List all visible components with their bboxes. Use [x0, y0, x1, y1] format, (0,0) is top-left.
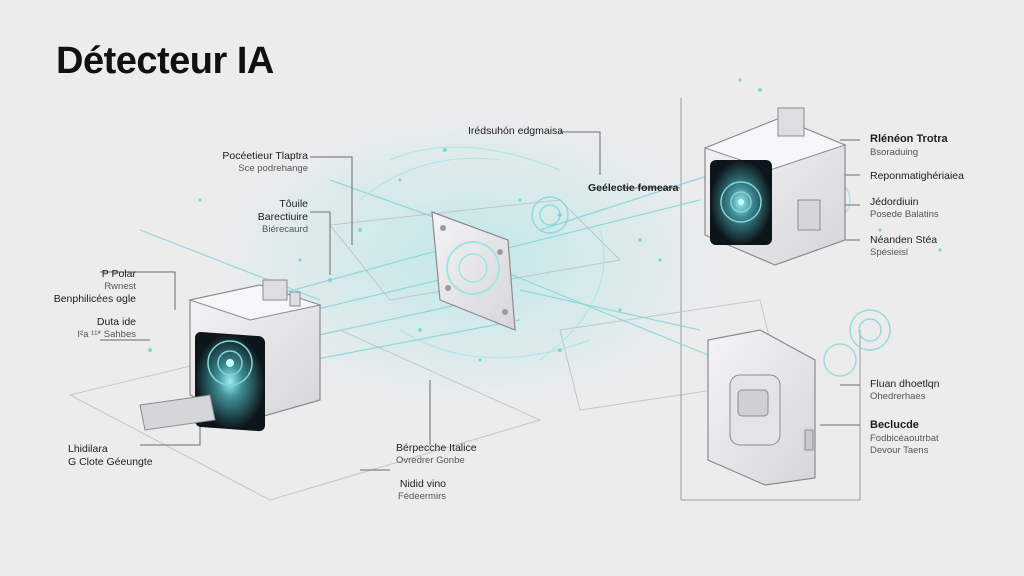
label-video-sub: Fédeermirs: [397, 491, 446, 503]
label-video: Nidid vino Fédeermirs: [340, 478, 446, 503]
label-top-left-title: Pocéetieur Tlaptra: [222, 150, 308, 162]
label-right-3: Jédordiuin Posede Balatins: [870, 196, 1010, 221]
top-right-camera-device: [703, 107, 847, 266]
label-right-4: Néanden Stéa Spésieisl: [870, 234, 1010, 259]
label-bottom-center-title: Bérpecche Italice: [396, 442, 477, 454]
label-top-center: Irédsuhón edgmaisa: [468, 125, 608, 138]
label-bottom-left-title: Lhidilara: [68, 443, 108, 455]
page-title: Détecteur IA: [56, 40, 274, 82]
label-sensor-line2: Barectiuire: [257, 211, 308, 224]
label-right-6: Beclucde Fodbicéaoutrbat Devour Taens: [870, 419, 1010, 457]
label-right-4-title: Néanden Stéa: [870, 234, 938, 246]
label-camera-select: Geélectie fomeara: [588, 182, 698, 195]
label-right-5-title: Fluan dhoetlqn: [870, 378, 940, 390]
label-right-1-title: Rlénéon Trotra: [870, 133, 948, 145]
label-top-left-sub: Sce podrehange: [238, 163, 308, 175]
label-bottom-center-sub: Ovredrer Gonbe: [396, 455, 465, 467]
label-camera-select-title: Geélectie fomeara: [588, 182, 679, 194]
label-right-1-sub: Bsoraduing: [870, 146, 919, 158]
label-right-2: Reponmatighériaiea: [870, 170, 1010, 183]
label-bottom-left: Lhidilara G Clote Géeungte: [68, 443, 188, 469]
label-sensor-sub: Biérecaurd: [262, 224, 308, 236]
label-right-1: Rlénéon Trotra Bsoraduing: [870, 133, 1010, 159]
label-sensor: Tôuile Barectiuire Biérecaurd: [200, 198, 308, 236]
label-data-sub: I²a ¹¹* Sahbes: [77, 329, 136, 341]
label-right-3-title: Jédordiuin: [870, 196, 919, 208]
label-data: Duta ide I²a ¹¹* Sahbes: [30, 316, 136, 341]
label-right-6-title: Beclucde: [870, 419, 919, 431]
right-frame: [680, 98, 861, 501]
center-module-device: [431, 211, 516, 331]
data-stream-arcs: [359, 146, 605, 361]
label-sensor-title: Tôuile: [279, 198, 308, 210]
label-polar-title: P Polar: [101, 268, 136, 280]
label-right-4-sub: Spésieisl: [870, 247, 909, 259]
label-top-left: Pocéetieur Tlaptra Sce podrehange: [180, 150, 308, 175]
label-polar: P Polar Rwnest Benphilicées ogle: [20, 268, 136, 306]
label-right-5-sub: Ohedrerhaes: [870, 391, 926, 403]
label-right-6-line2: Fodbicéaoutrbat: [870, 432, 939, 444]
label-right-6-line3: Devour Taens: [870, 444, 929, 456]
bottom-right-reader-device: [707, 329, 816, 486]
label-right-2-title: Reponmatighériaiea: [870, 170, 964, 182]
label-right-5: Fluan dhoetlqn Ohedrerhaes: [870, 378, 1010, 403]
leader-lines: [100, 131, 860, 471]
label-polar-line3: Benphilicées ogle: [53, 293, 136, 305]
left-camera-device: [139, 279, 322, 432]
label-top-center-title: Irédsuhón edgmaisa: [468, 125, 564, 137]
label-bottom-left-sub: G Clote Géeungte: [68, 456, 153, 469]
label-right-3-sub: Posede Balatins: [870, 209, 939, 221]
label-data-title: Duta ide: [96, 316, 136, 328]
particle-dots: [118, 78, 942, 362]
label-polar-line2: Rwnest: [104, 281, 136, 293]
label-bottom-center: Bérpecche Italice Ovredrer Gonbe: [396, 442, 526, 467]
label-video-title: Nidid vino: [399, 478, 446, 490]
